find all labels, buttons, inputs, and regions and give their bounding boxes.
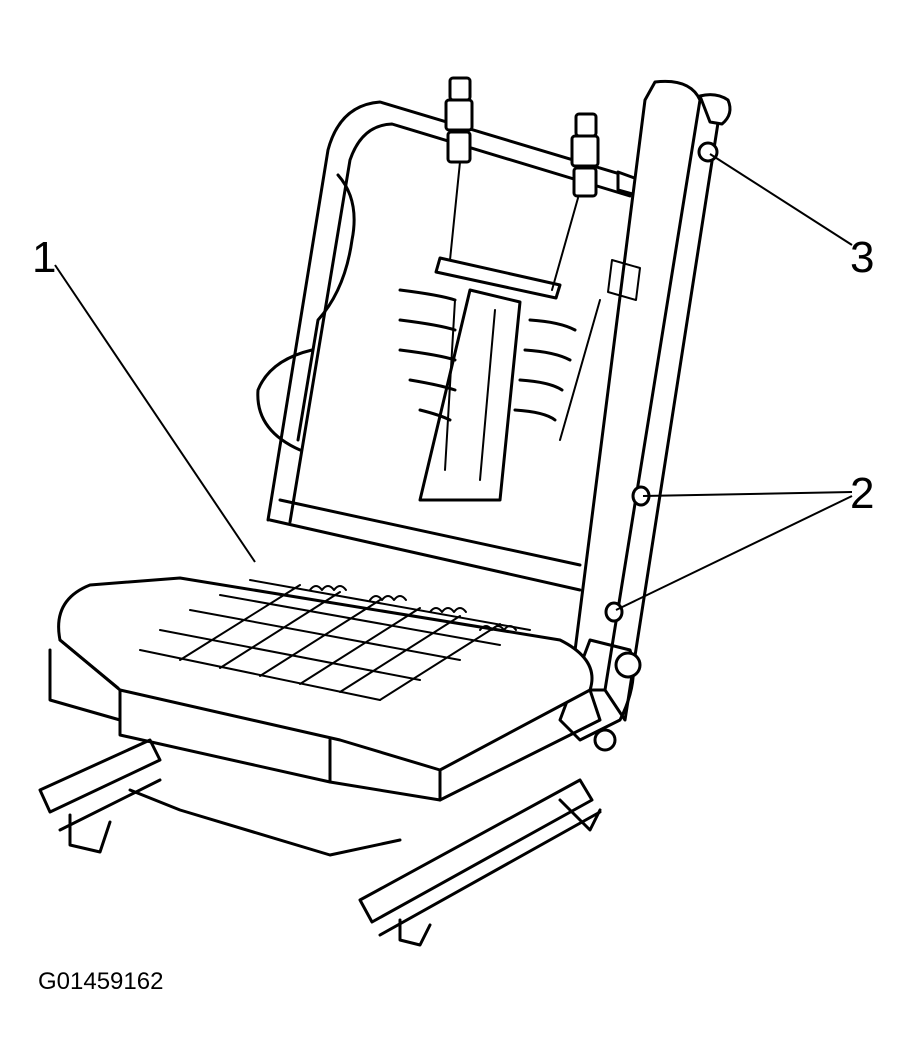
headrest-guide-right xyxy=(570,112,600,198)
leader-2b xyxy=(615,495,853,611)
leader-3 xyxy=(709,153,853,246)
seat-track-left xyxy=(38,738,162,854)
headrest-guide-left xyxy=(444,76,474,164)
recliner-mechanism xyxy=(558,638,642,752)
lumbar-support xyxy=(398,161,579,502)
seat-belt-tower xyxy=(559,79,732,722)
seat-base-link xyxy=(128,788,402,857)
callout-2-label: 2 xyxy=(850,469,875,518)
seat-cushion-frame xyxy=(48,576,602,802)
seat-back-frame xyxy=(256,100,642,592)
callout-leaders xyxy=(54,153,853,611)
seat-track-right xyxy=(358,778,602,947)
figure-id: G01459162 xyxy=(38,968,164,995)
callout-3-label: 3 xyxy=(850,233,875,282)
callout-1-label: 1 xyxy=(32,233,57,282)
leader-1 xyxy=(54,264,256,563)
leader-2a xyxy=(642,491,853,497)
